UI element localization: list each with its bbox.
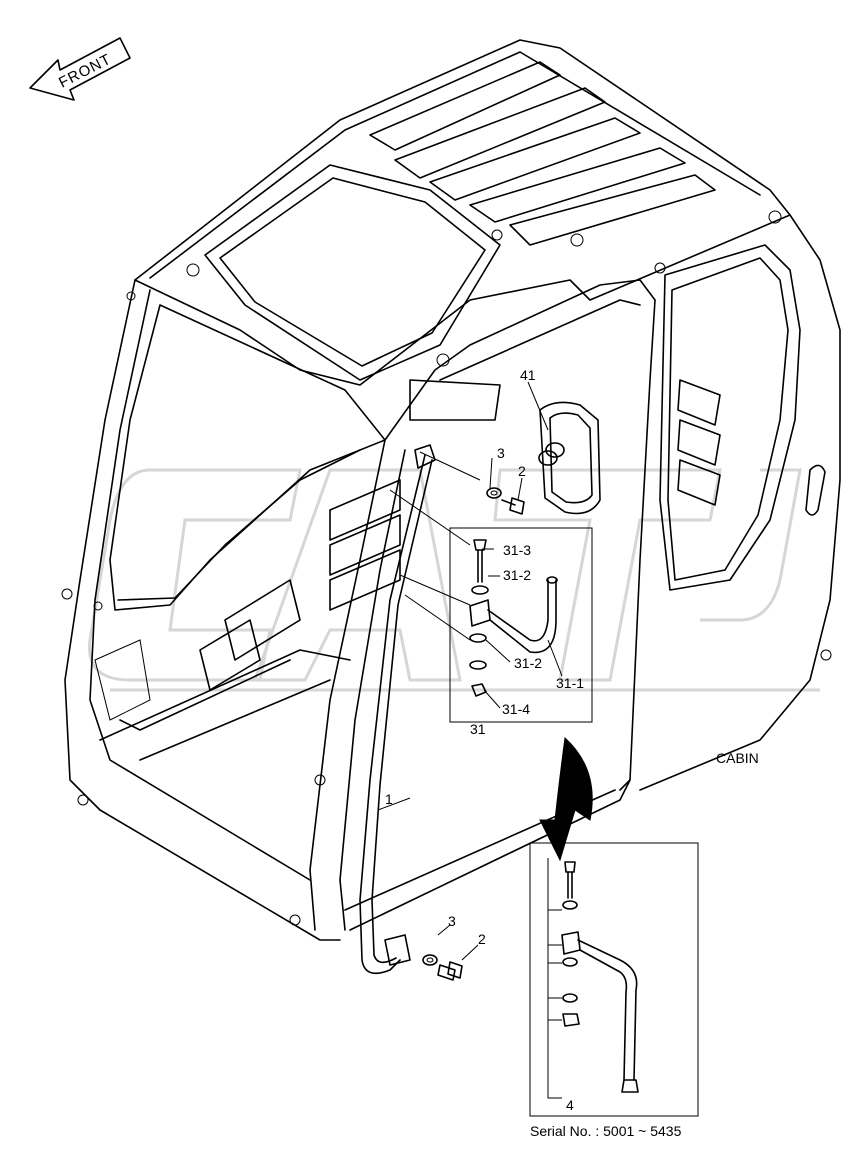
cabin-drawing [61,39,841,941]
callout-3-top: 3 [497,445,505,461]
callout-4: 4 [566,1097,574,1113]
callout-2-top: 2 [518,463,526,479]
callout-3-bottom: 3 [448,913,456,929]
detail-box-4 [529,842,699,1117]
detail-arrow [539,736,593,862]
callout-41: 41 [520,367,536,383]
callout-1: 1 [385,791,393,807]
watermark-logo [88,468,820,692]
bolt-2-bottom [437,961,463,981]
grab-handle-1 [359,444,436,975]
callout-2-bottom: 2 [478,931,486,947]
callout-31-3: 31-3 [503,542,531,558]
callout-31-2-bottom: 31-2 [514,655,542,671]
bolt-2-top [501,497,525,515]
mirror-41 [538,401,601,515]
callout-31-4: 31-4 [502,701,530,717]
washer-3-bottom [422,954,438,966]
callout-31: 31 [470,721,486,737]
diagram-title: CABIN [716,750,759,766]
callout-31-1: 31-1 [556,675,584,691]
serial-number: Serial No. : 5001 ~ 5435 [530,1123,682,1139]
front-arrow: FRONT [29,37,131,101]
callout-31-2-top: 31-2 [503,567,531,583]
washer-3-top [486,487,502,499]
assembly-31-box [449,527,593,723]
